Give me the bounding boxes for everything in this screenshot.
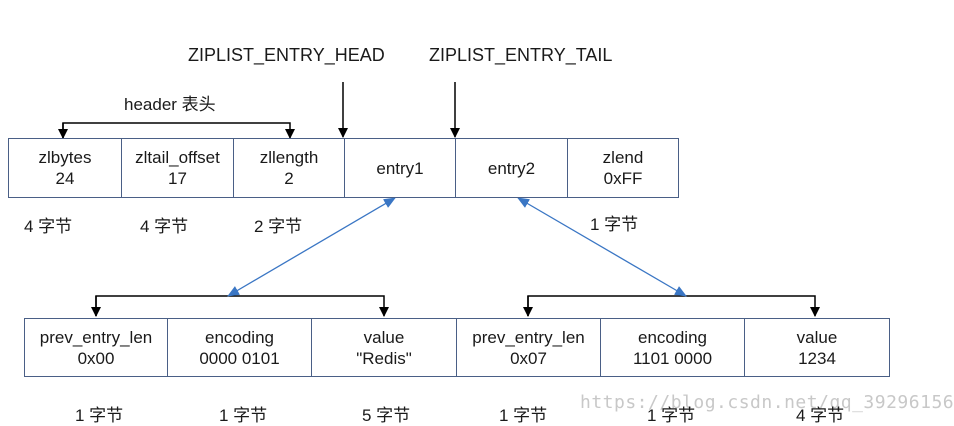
entry2-value-cell: value 1234 <box>744 318 890 377</box>
cell-value: "Redis" <box>356 348 412 368</box>
zlbytes-cell: zlbytes 24 <box>8 138 122 198</box>
cell-name: zlend <box>602 148 644 167</box>
entry1-value-cell: value "Redis" <box>311 318 457 377</box>
entry1-prev-entry-len-cell: prev_entry_len 0x00 <box>24 318 168 377</box>
cell-value: 1101 0000 <box>632 348 713 368</box>
entry1-value-size: 5 字节 <box>362 406 411 425</box>
zltail-offset-cell: zltail_offset 17 <box>121 138 234 198</box>
cell-name: entry2 <box>487 158 536 178</box>
entry2-value-size: 4 字节 <box>796 406 845 425</box>
connector-lines <box>58 82 820 317</box>
entry2-cell: entry2 <box>455 138 568 198</box>
entry1-prev-entry-len-size: 1 字节 <box>75 406 124 425</box>
entry2-prev-entry-len-cell: prev_entry_len 0x07 <box>456 318 601 377</box>
zlbytes-size: 4 字节 <box>24 217 73 236</box>
cell-name: prev_entry_len <box>39 327 153 347</box>
header-label: header 表头 <box>124 95 216 114</box>
cell-value: 0xFF <box>603 169 643 188</box>
entry2-prev-entry-len-size: 1 字节 <box>499 406 548 425</box>
cell-name: zltail_offset <box>135 148 220 167</box>
cell-value: 2 <box>284 169 294 188</box>
cell-value: 1234 <box>798 348 836 368</box>
cell-value: 24 <box>55 169 75 188</box>
entry2-encoding-cell: encoding 1101 0000 <box>600 318 745 377</box>
cell-name: zllength <box>259 148 319 167</box>
cell-value: 0x00 <box>77 348 115 368</box>
entry1-encoding-size: 1 字节 <box>219 406 268 425</box>
entry2-encoding-size: 1 字节 <box>647 406 696 425</box>
zlend-size: 1 字节 <box>590 215 639 234</box>
zlend-cell: zlend 0xFF <box>567 138 679 198</box>
entry1-bracket <box>91 295 389 317</box>
tail-pointer-label: ZIPLIST_ENTRY_TAIL <box>429 45 613 65</box>
entry1-expand-link <box>227 197 396 297</box>
header-bracket <box>58 122 295 139</box>
cell-name: prev_entry_len <box>472 327 585 347</box>
entry2-expand-link <box>517 197 687 297</box>
cell-name: zlbytes <box>38 148 92 167</box>
cell-name: encoding <box>204 327 274 347</box>
cell-value: 17 <box>168 169 187 188</box>
cell-name: encoding <box>637 327 707 347</box>
cell-name: value <box>796 327 838 347</box>
watermark: https://blog.csdn.net/qq_39296156 <box>580 392 954 413</box>
cell-value: 0x07 <box>510 348 547 368</box>
entry2-bracket <box>523 295 820 317</box>
head-pointer-label: ZIPLIST_ENTRY_HEAD <box>188 45 385 65</box>
cell-value: 0000 0101 <box>199 348 280 368</box>
zltail-offset-size: 4 字节 <box>140 217 189 236</box>
entry1-cell: entry1 <box>344 138 456 198</box>
entry1-encoding-cell: encoding 0000 0101 <box>167 318 312 377</box>
zllength-size: 2 字节 <box>254 217 303 236</box>
zllength-cell: zllength 2 <box>233 138 345 198</box>
cell-name: entry1 <box>376 158 424 178</box>
cell-name: value <box>363 327 405 347</box>
